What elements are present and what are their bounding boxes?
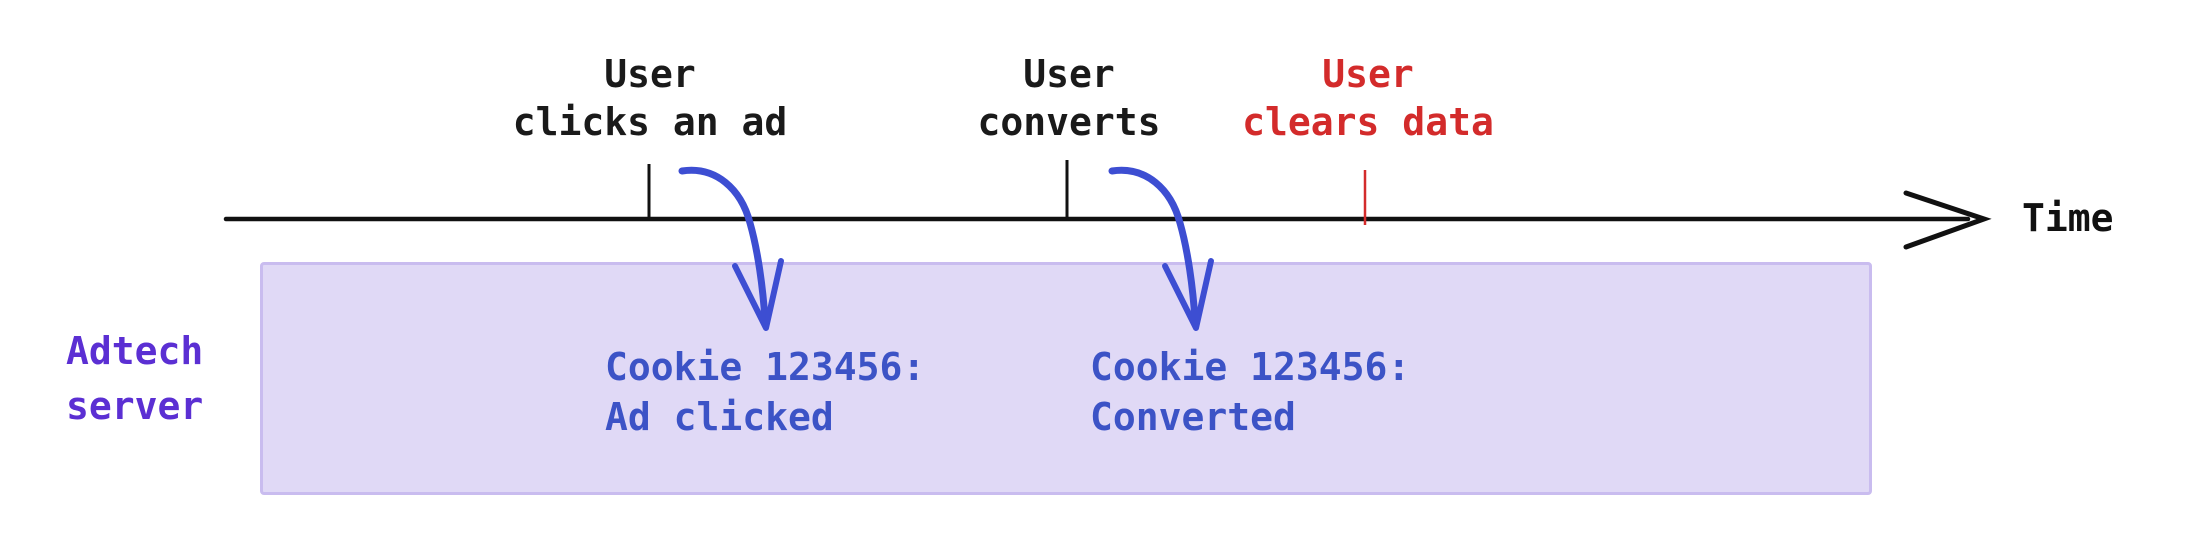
adtech-server-label: Adtech server: [66, 324, 203, 434]
event-label-line1: User: [1023, 52, 1115, 96]
event-label-clear-data: User clears data: [1242, 50, 1494, 146]
time-axis-arrowhead-icon: [1903, 190, 1992, 250]
adtech-server-box: [260, 262, 1872, 495]
cookie-record-ad-clicked: Cookie 123456: Ad clicked: [605, 342, 925, 442]
event-label-line2: clears data: [1242, 100, 1494, 144]
server-label-line1: Adtech: [66, 329, 204, 373]
record-arrow-ad-click-icon: [678, 166, 784, 331]
event-label-line1: User: [1322, 52, 1414, 96]
server-label-line2: server: [66, 384, 204, 428]
cookie-record-line1: Cookie 123456:: [1090, 345, 1411, 389]
time-axis-label: Time: [2022, 196, 2114, 240]
event-label-line1: User: [604, 52, 696, 96]
record-arrow-conversion-icon: [1108, 166, 1214, 331]
cookie-record-converted: Cookie 123456: Converted: [1090, 342, 1410, 442]
event-label-line2: converts: [977, 100, 1161, 144]
cookie-record-line2: Converted: [1090, 395, 1296, 439]
event-label-ad-click: User clicks an ad: [513, 50, 788, 146]
event-label-conversion: User converts: [977, 50, 1160, 146]
cookie-record-line1: Cookie 123456:: [605, 345, 926, 389]
cookie-record-line2: Ad clicked: [605, 395, 834, 439]
event-label-line2: clicks an ad: [512, 100, 788, 144]
